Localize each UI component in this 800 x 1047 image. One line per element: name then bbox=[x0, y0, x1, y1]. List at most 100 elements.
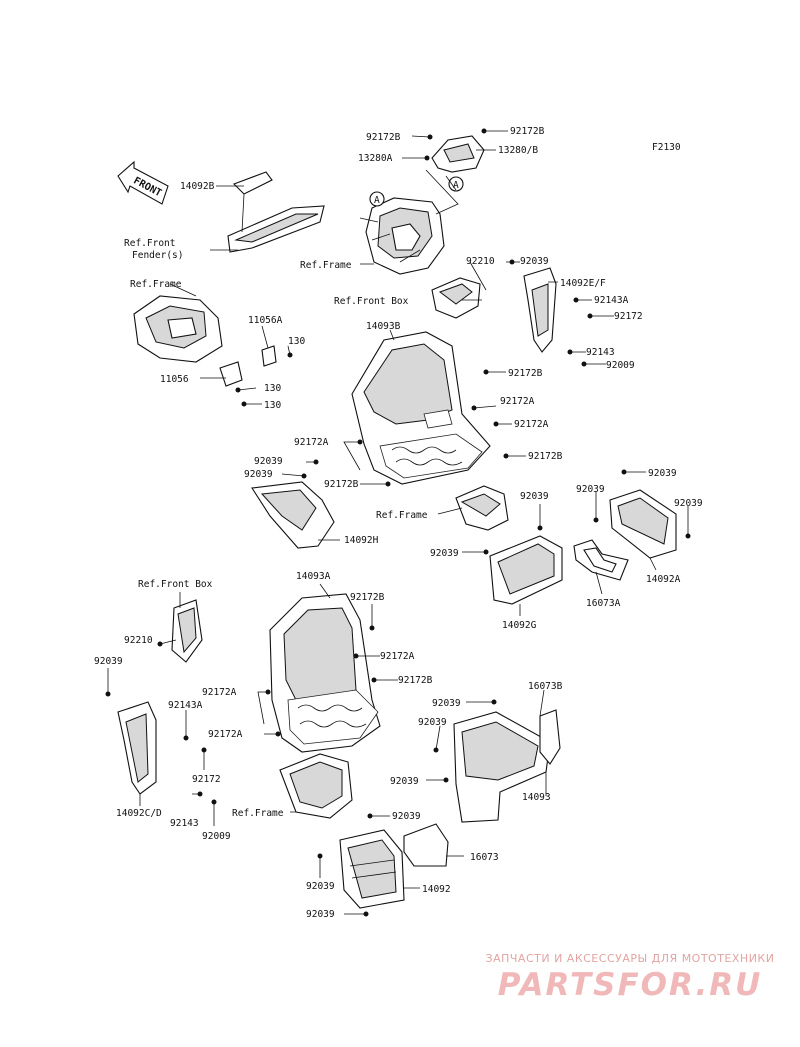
callout-ref-frame: Ref.Frame bbox=[232, 808, 284, 819]
callout-92039: 92039 bbox=[648, 468, 677, 479]
callout-14092: 14092 bbox=[422, 884, 451, 895]
callout-92039: 92039 bbox=[520, 256, 549, 267]
part-frame-center bbox=[455, 485, 509, 531]
callout-92172B: 92172B bbox=[324, 479, 359, 490]
callout-92172A: 92172A bbox=[208, 729, 243, 740]
callout-14092B: 14092B bbox=[180, 181, 215, 192]
callout-92172B: 92172B bbox=[508, 368, 543, 379]
part-14092CD-cover bbox=[105, 691, 217, 805]
callout-92210: 92210 bbox=[124, 635, 153, 646]
callout-130: 130 bbox=[288, 336, 305, 347]
callout-ref-frame: Ref.Frame bbox=[300, 260, 352, 271]
callout-92039: 92039 bbox=[94, 656, 123, 667]
callout-fender: Fender(s) bbox=[132, 250, 183, 261]
part-16073A-seal bbox=[573, 539, 629, 581]
callout-92009: 92009 bbox=[606, 360, 635, 371]
callout-14092CD: 14092C/D bbox=[116, 808, 162, 819]
callout-92143A: 92143A bbox=[594, 295, 629, 306]
part-14093A-floor-panel bbox=[265, 593, 381, 753]
callout-92039: 92039 bbox=[576, 484, 605, 495]
callout-92039: 92039 bbox=[306, 909, 335, 920]
leader-lines bbox=[107, 130, 689, 915]
callout-92172B: 92172B bbox=[366, 132, 401, 143]
part-11056-bracket bbox=[219, 361, 247, 407]
callout-92172: 92172 bbox=[614, 311, 643, 322]
callout-92039: 92039 bbox=[254, 456, 283, 467]
callout-labels: 92172B 92172B 13280A 13280/B 14092B Ref.… bbox=[94, 126, 703, 920]
callout-16073: 16073 bbox=[470, 852, 499, 863]
callout-92172A: 92172A bbox=[294, 437, 329, 448]
callout-92039: 92039 bbox=[430, 548, 459, 559]
callout-92172A: 92172A bbox=[380, 651, 415, 662]
watermark: ЗАПЧАСТИ И АКСЕССУАРЫ ДЛЯ МОТОТЕХНИКИ PA… bbox=[470, 952, 790, 1003]
callout-92172B: 92172B bbox=[528, 451, 563, 462]
callout-92039: 92039 bbox=[432, 698, 461, 709]
part-14092A-panel bbox=[593, 469, 691, 559]
watermark-tagline: ЗАПЧАСТИ И АКСЕССУАРЫ ДЛЯ МОТОТЕХНИКИ bbox=[485, 952, 775, 965]
callout-ref-frame: Ref.Frame bbox=[130, 279, 182, 290]
callout-92039: 92039 bbox=[244, 469, 273, 480]
callout-92143: 92143 bbox=[170, 818, 199, 829]
callout-ref-front-box: Ref.Front Box bbox=[334, 296, 409, 307]
front-direction-arrow: FRONT bbox=[117, 160, 169, 205]
callout-ref-front: Ref.Front bbox=[124, 238, 175, 249]
callout-92210: 92210 bbox=[466, 256, 495, 267]
callout-13280B: 13280/B bbox=[498, 145, 538, 156]
part-front-box-lower bbox=[157, 599, 203, 663]
part-dash-frame bbox=[359, 197, 445, 275]
reference-mark-a-1: A bbox=[369, 191, 385, 207]
callout-14093: 14093 bbox=[522, 792, 551, 803]
callout-92039: 92039 bbox=[390, 776, 419, 787]
part-14092EF-cover bbox=[509, 259, 593, 367]
callout-92172A: 92172A bbox=[514, 419, 549, 430]
part-13280-bracket bbox=[424, 128, 487, 173]
callout-92172: 92172 bbox=[192, 774, 221, 785]
callout-130: 130 bbox=[264, 400, 281, 411]
part-14092H-cover bbox=[251, 459, 335, 549]
callout-92039: 92039 bbox=[306, 881, 335, 892]
callout-14093A: 14093A bbox=[296, 571, 331, 582]
callout-14092A: 14092A bbox=[646, 574, 681, 585]
part-frame-left bbox=[133, 295, 223, 363]
part-14092B-cover bbox=[227, 171, 325, 253]
callout-92039: 92039 bbox=[520, 491, 549, 502]
part-11056A-bracket bbox=[261, 345, 293, 367]
reference-mark-a-2: A bbox=[448, 176, 464, 192]
part-14092-panel bbox=[317, 813, 405, 917]
callout-92172A: 92172A bbox=[202, 687, 237, 698]
callout-92172B: 92172B bbox=[398, 675, 433, 686]
callout-14092G: 14092G bbox=[502, 620, 537, 631]
part-16073-seal bbox=[403, 823, 449, 867]
figure-code: F2130 bbox=[652, 142, 681, 153]
svg-text:A: A bbox=[374, 195, 380, 206]
callout-16073A: 16073A bbox=[586, 598, 621, 609]
watermark-logo: PARTSFOR.RU bbox=[497, 967, 763, 1003]
callout-92039: 92039 bbox=[418, 717, 447, 728]
callout-92039: 92039 bbox=[674, 498, 703, 509]
callout-130: 130 bbox=[264, 383, 281, 394]
callout-ref-frame: Ref.Frame bbox=[376, 510, 428, 521]
part-14093-panel bbox=[433, 699, 551, 823]
callout-92172A: 92172A bbox=[500, 396, 535, 407]
callout-14092EF: 14092E/F bbox=[560, 278, 606, 289]
part-16073B-seal bbox=[539, 709, 561, 765]
callout-14092H: 14092H bbox=[344, 535, 379, 546]
part-frame-lower bbox=[279, 753, 353, 819]
callout-13280A: 13280A bbox=[358, 153, 393, 164]
callout-92143A: 92143A bbox=[168, 700, 203, 711]
callout-11056: 11056 bbox=[160, 374, 189, 385]
callout-11056A: 11056A bbox=[248, 315, 283, 326]
callout-92143: 92143 bbox=[586, 347, 615, 358]
callout-ref-front-box: Ref.Front Box bbox=[138, 579, 213, 590]
callout-92172B: 92172B bbox=[510, 126, 545, 137]
part-front-box bbox=[431, 277, 481, 319]
callout-92009: 92009 bbox=[202, 831, 231, 842]
part-14092G-panel bbox=[483, 525, 563, 605]
callout-92039: 92039 bbox=[392, 811, 421, 822]
callout-92172B: 92172B bbox=[350, 592, 385, 603]
svg-text:A: A bbox=[453, 180, 459, 191]
callout-14093B: 14093B bbox=[366, 321, 401, 332]
callout-16073B: 16073B bbox=[528, 681, 563, 692]
